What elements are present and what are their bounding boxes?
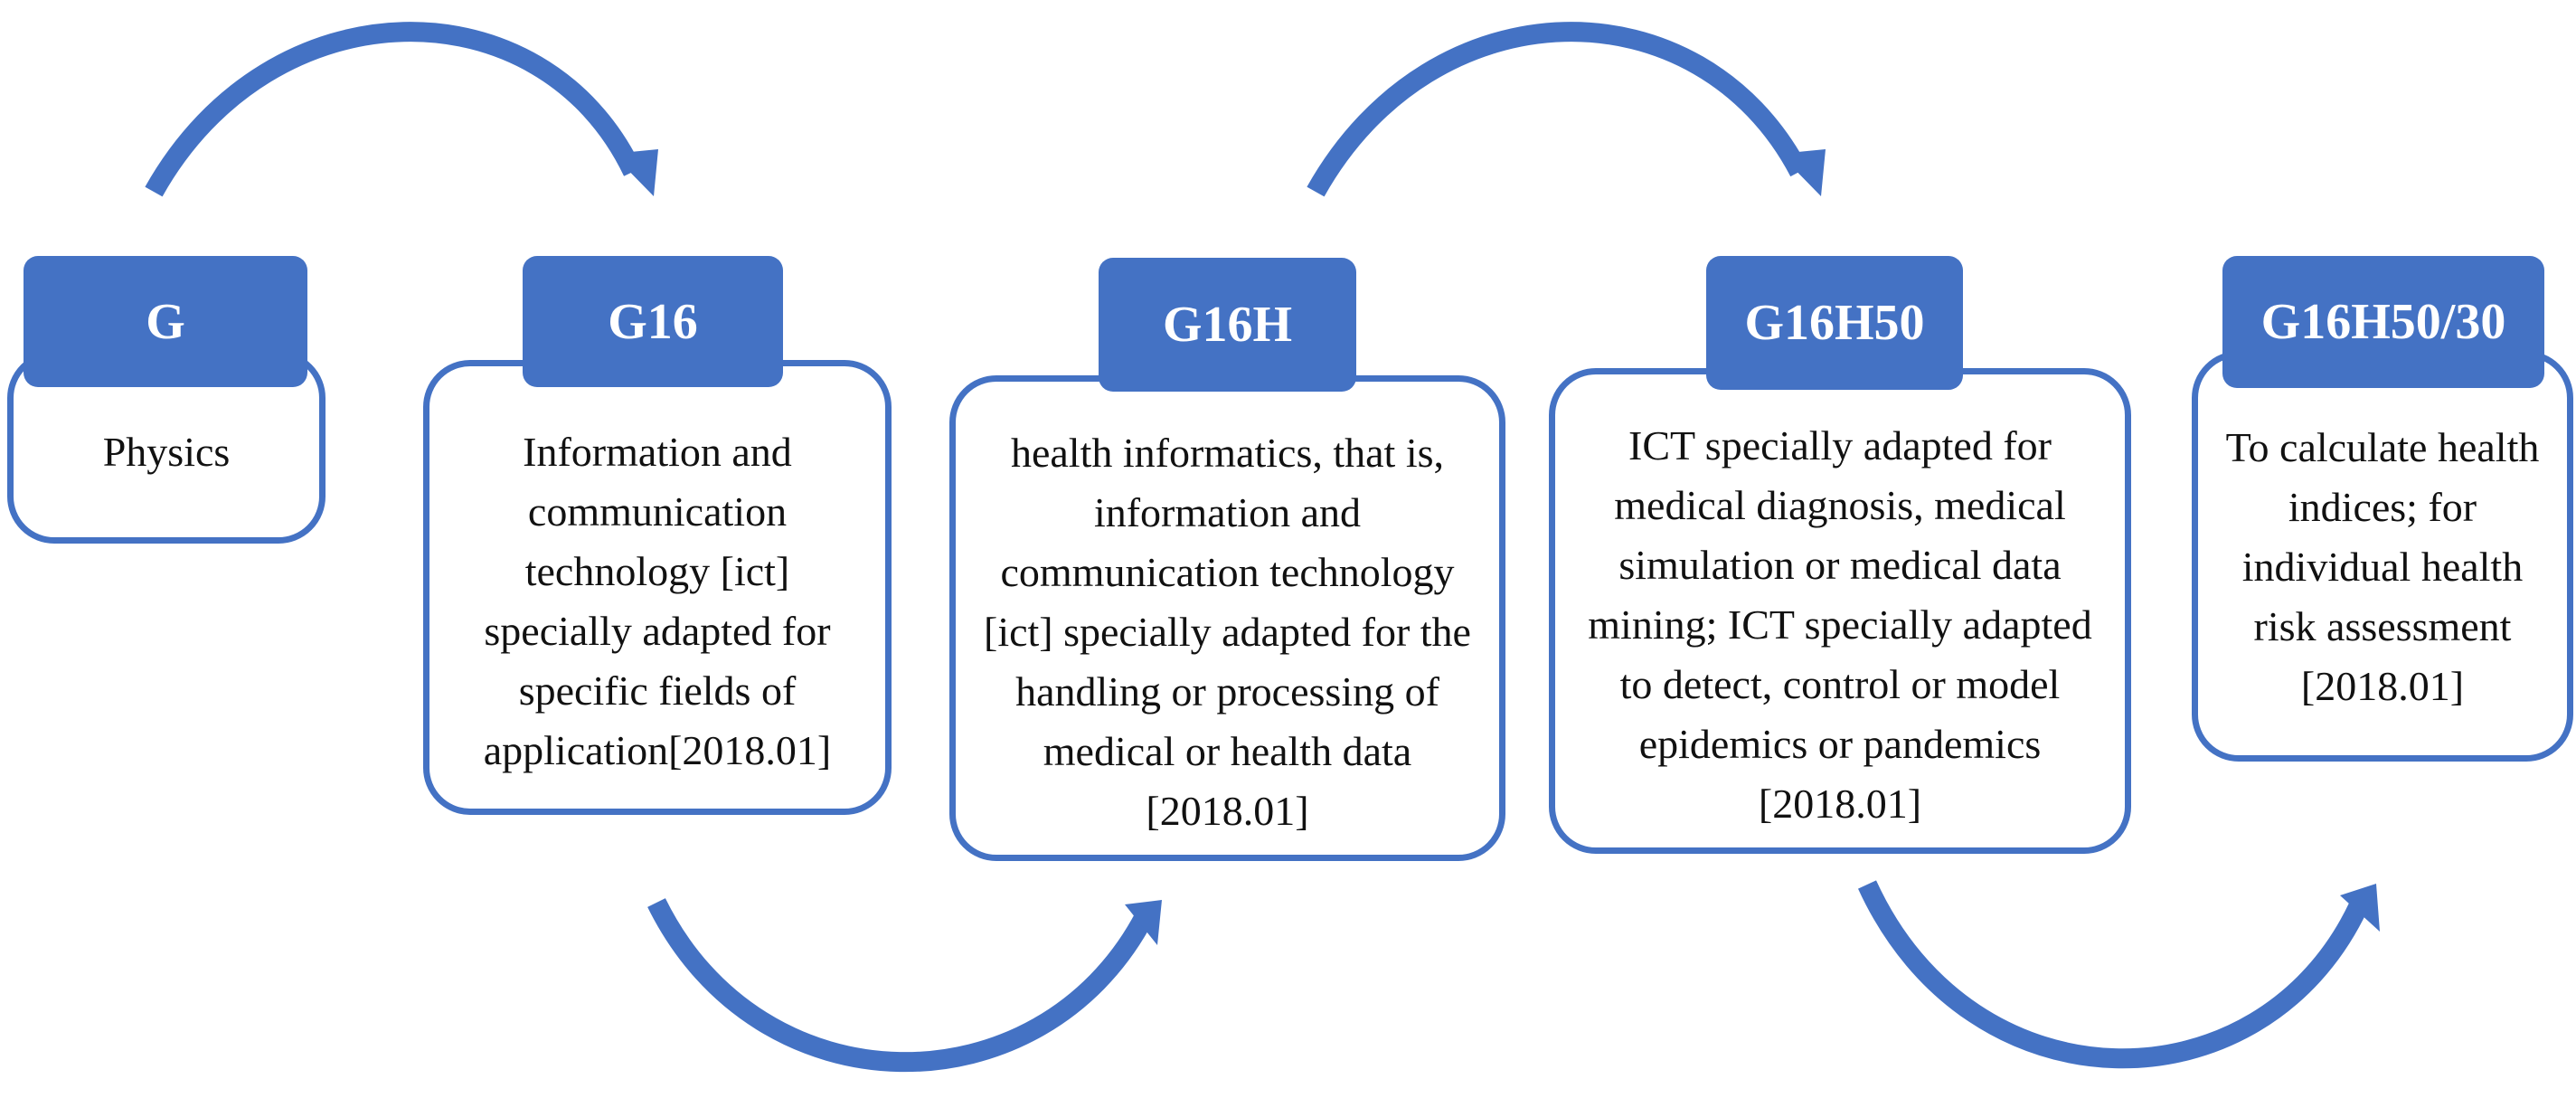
arrow-g-to-g16 <box>145 22 642 197</box>
node-card-g16h50: ICT specially adapted for medical diagno… <box>1549 368 2131 854</box>
arrow-g16h50-to-g16h5030-head <box>2340 884 2380 932</box>
arrow-g16-to-g16h <box>647 898 1153 1073</box>
node-description-g16h50: ICT specially adapted for medical diagno… <box>1588 421 2092 827</box>
node-code-g: G <box>24 256 307 387</box>
arrow-g-to-g16-head <box>612 149 658 196</box>
node-description-g16h50-30: To calculate health indices; for individ… <box>2225 424 2540 709</box>
node-code-g16h: G16H <box>1099 258 1356 392</box>
arrow-g16h50-to-g16h5030 <box>1857 880 2367 1069</box>
node-code-g16: G16 <box>523 256 783 387</box>
node-description-g: Physics <box>102 428 231 475</box>
node-card-g16h: health informatics, that is, information… <box>949 375 1505 861</box>
node-code-g16h50-30: G16H50/30 <box>2222 256 2544 388</box>
node-card-g16h50-30: To calculate health indices; for individ… <box>2192 351 2573 762</box>
node-description-g16h: health informatics, that is, information… <box>984 429 1471 834</box>
arrow-g16h-to-g16h50-head <box>1779 149 1826 196</box>
arrow-g16h-to-g16h50 <box>1307 22 1808 197</box>
node-card-g16: Information and communication technology… <box>423 360 892 815</box>
node-description-g16: Information and communication technology… <box>483 428 832 773</box>
arrow-g16-to-g16h-head <box>1125 900 1162 945</box>
node-code-g16h50: G16H50 <box>1706 256 1963 390</box>
